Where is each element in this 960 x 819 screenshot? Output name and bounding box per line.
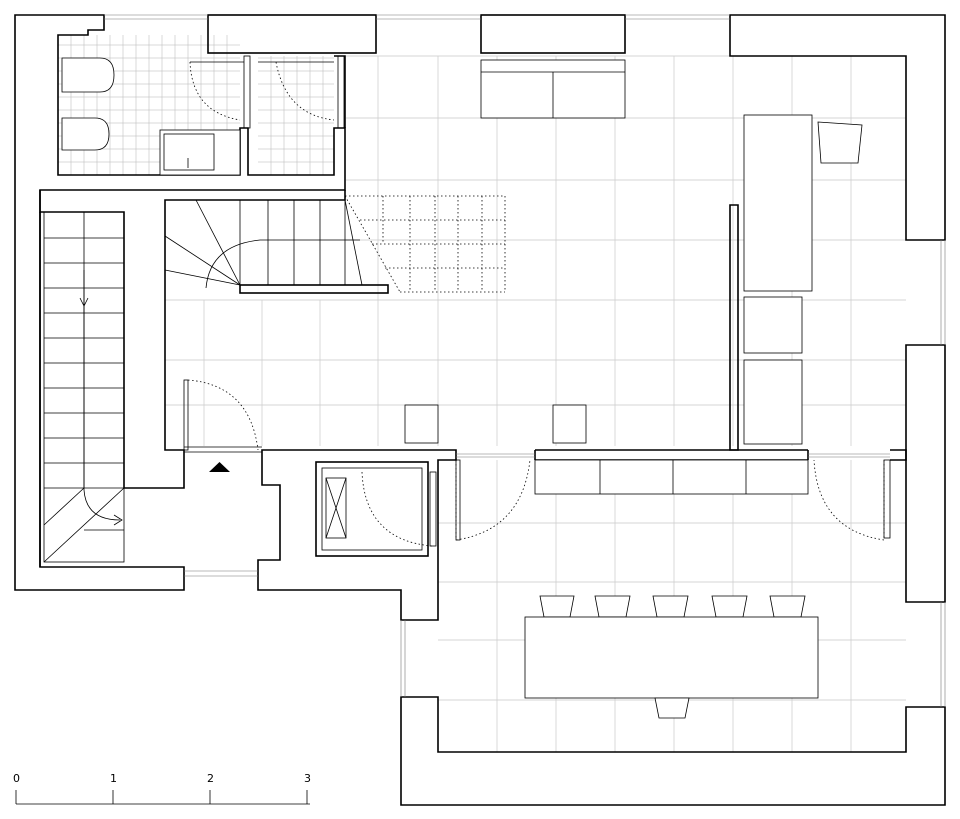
windows [104,14,946,707]
scale-label-0: 0 [13,772,20,785]
sink-cabinet [159,129,241,176]
scale-label-2: 2 [207,772,214,785]
entrance [183,379,262,472]
cabinet-1 [743,296,803,354]
cabinet-2 [743,359,803,445]
dining-table [524,616,819,699]
furniture [404,59,863,719]
doors [455,459,891,541]
armchair [817,121,863,164]
kitchen-counter [743,114,813,292]
bathroom-fixtures [61,55,345,176]
winding-staircase [164,195,506,294]
walls [14,14,946,806]
toilet-1 [61,57,115,93]
stool-2 [552,404,587,444]
scale-label-3: 3 [304,772,311,785]
dining-set [524,595,819,719]
scale-label-1: 1 [110,772,117,785]
left-staircase [43,211,125,563]
scale-bar: 0 1 2 3 [13,772,311,805]
entrance-arrow [209,462,230,472]
toilet-2 [61,117,110,151]
kitchen-island [534,459,809,495]
utility-closet [315,461,437,557]
stool-1 [404,404,439,444]
